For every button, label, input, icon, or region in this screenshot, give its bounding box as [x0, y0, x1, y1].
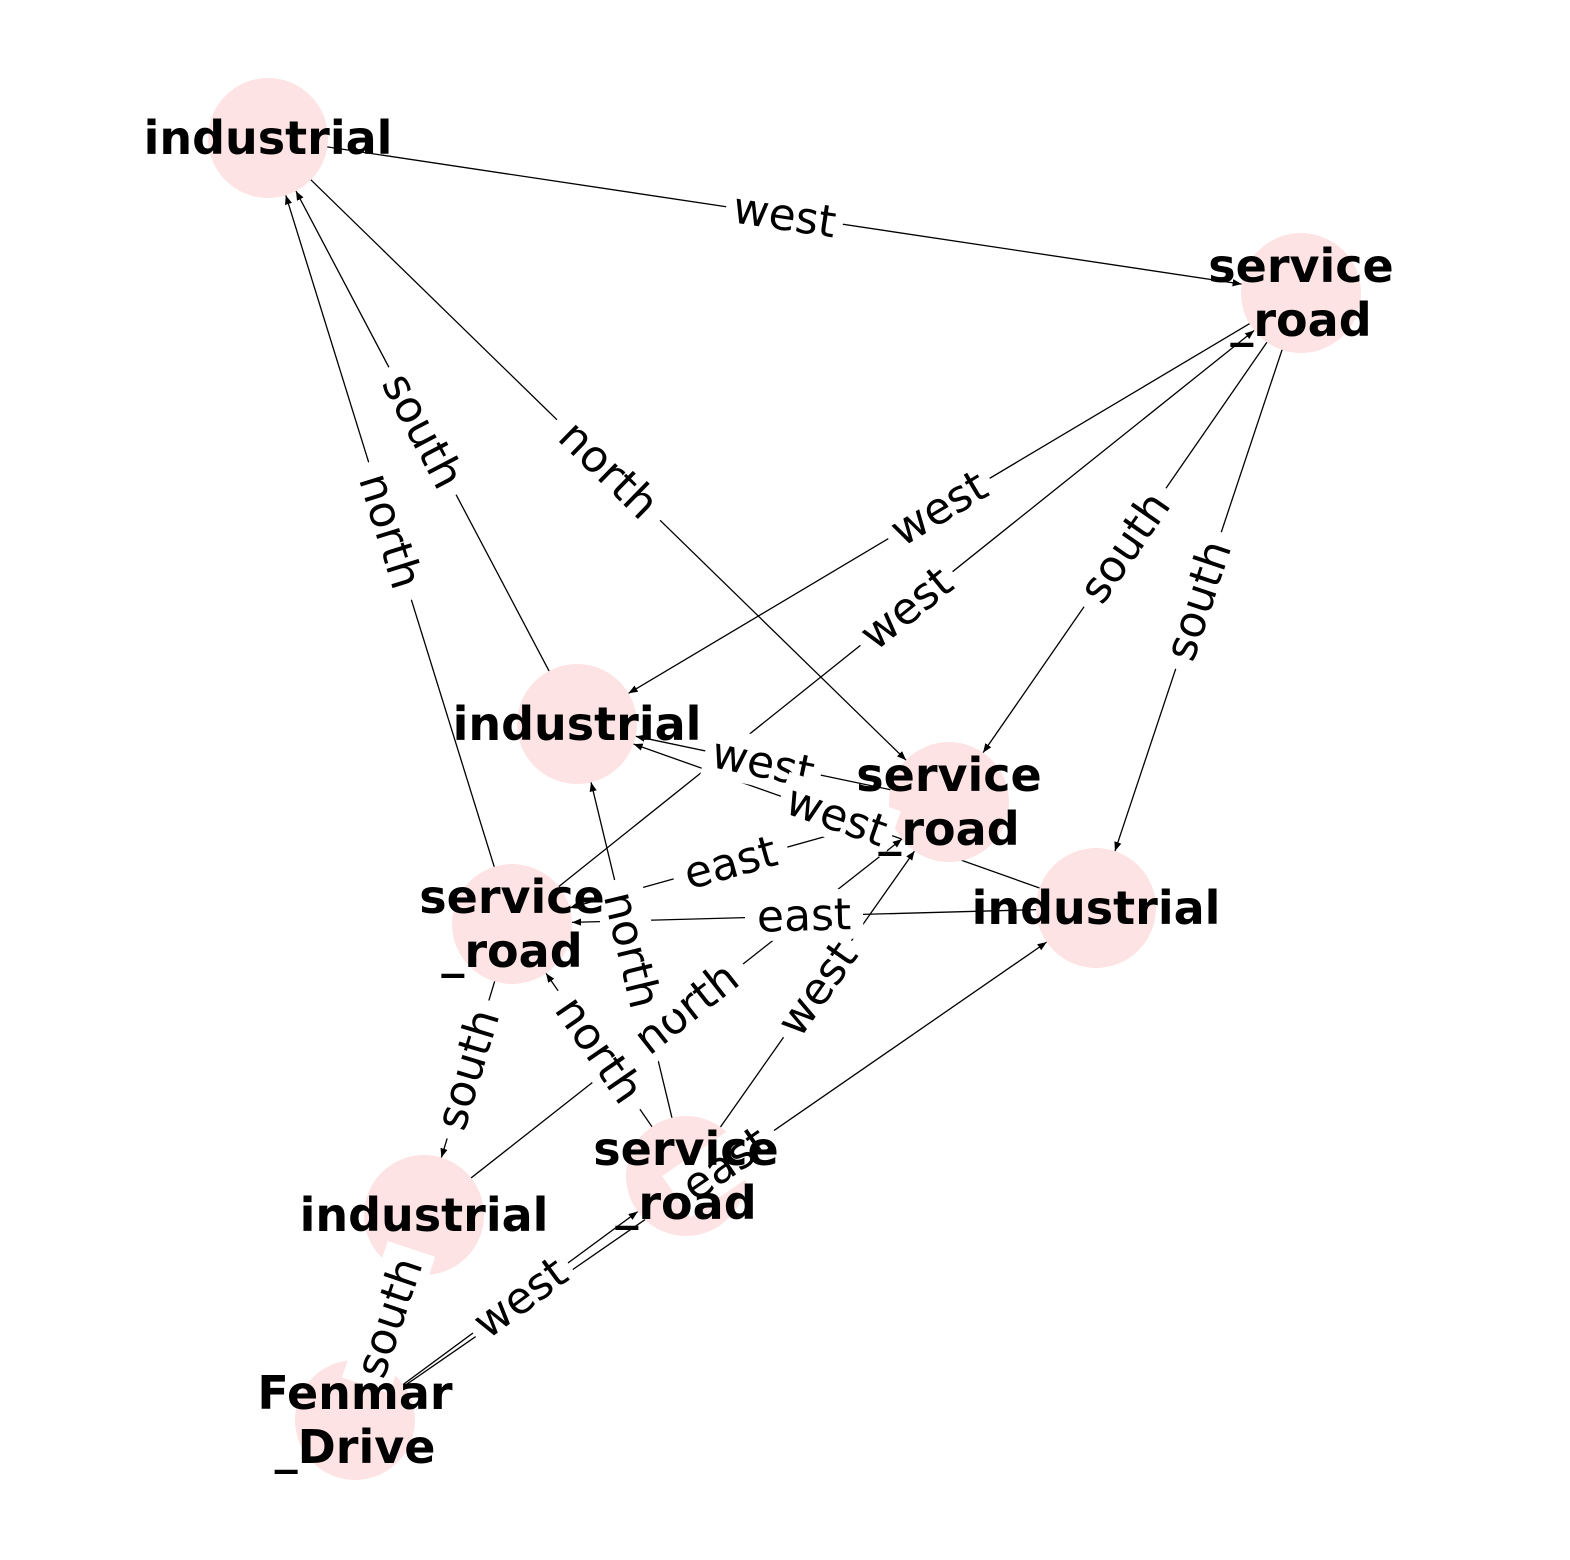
node-label-n1: _road: [1230, 293, 1371, 347]
node-label-n8: _Drive: [275, 1420, 436, 1474]
node-label-n7: industrial: [300, 1188, 549, 1242]
edge-label-n5-n1: west: [844, 551, 968, 665]
edge-label-n4-n5: east: [744, 888, 864, 943]
node-label-n4: industrial: [972, 881, 1221, 935]
node-label-n5: service: [419, 870, 604, 924]
node-circle-n2[interactable]: [517, 664, 637, 784]
node-label-n5: _road: [441, 924, 582, 978]
edge-label-text: north: [348, 467, 432, 595]
edge-label-n1-n2: west: [875, 455, 1002, 560]
edge-label-n0-n3: north: [540, 401, 679, 538]
node-label-n6: _road: [615, 1176, 756, 1230]
edge-label-n1-n3: south: [1062, 473, 1186, 621]
node-circle-n5[interactable]: [452, 864, 572, 984]
node-label-n3: _road: [878, 802, 1019, 856]
edge-label-n6-n3: west: [762, 925, 872, 1052]
node-label-n8: Fenmar: [257, 1366, 452, 1420]
node-label-n3: service: [856, 748, 1041, 802]
edge-label-n5-n7: south: [422, 993, 512, 1146]
node-circle-n3[interactable]: [889, 742, 1009, 862]
node-circle-n1[interactable]: [1241, 233, 1361, 353]
edge-label-text: south: [1155, 534, 1242, 667]
node-labels-layer: industrialservice_roadindustrialservice_…: [144, 111, 1394, 1474]
edge-label-text: south: [1069, 482, 1181, 612]
edge-label-n3-n5: east: [666, 822, 794, 902]
node-label-n0: industrial: [144, 111, 393, 165]
node-label-n1: service: [1208, 239, 1393, 293]
node-label-n6: service: [593, 1122, 778, 1176]
edge-label-n8-n6: west: [457, 1242, 583, 1353]
edge-label-n1-n4: south: [1151, 523, 1245, 677]
node-circle-n4[interactable]: [1036, 848, 1156, 968]
edge-label-text: south: [346, 1251, 434, 1384]
edge-label-n0-n1: west: [722, 181, 847, 249]
edge-label-text: west: [730, 183, 840, 249]
node-circle-n0[interactable]: [208, 78, 328, 198]
edge-label-text: south: [426, 1003, 510, 1135]
node-label-n2: industrial: [453, 697, 702, 751]
edge-label-text: east: [678, 826, 782, 900]
